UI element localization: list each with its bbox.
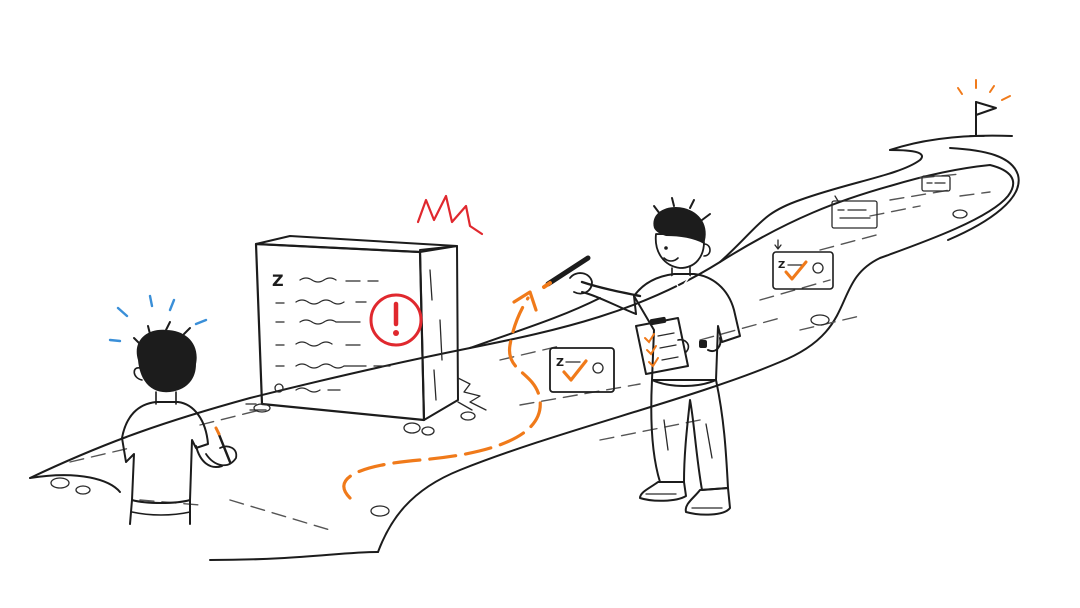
finish-flag [957,79,1011,137]
red-alarm-zigzag [416,194,484,236]
flag-sparkle-lines [957,79,1011,101]
orange-check-icon [562,359,588,382]
worry-lines [108,294,208,343]
clipboard-checklist [635,316,690,375]
tablet-mark: Z [272,271,284,290]
card-mark: Z [556,356,564,369]
checkpoint-card-near: Z [549,347,615,393]
checkpoint-card-mid-far [831,195,878,229]
checkpoint-card-mid: Z [772,239,834,290]
card-mark: Z [778,260,785,271]
orange-detour-arrow [342,290,542,500]
checkpoint-card-far [921,175,951,192]
confident-man-figure [542,197,741,516]
stone-tablet-blocker: Z [245,235,487,436]
alert-exclamation-icon [369,293,423,347]
worried-boy-figure [108,294,238,525]
orange-check-icon [784,260,808,281]
